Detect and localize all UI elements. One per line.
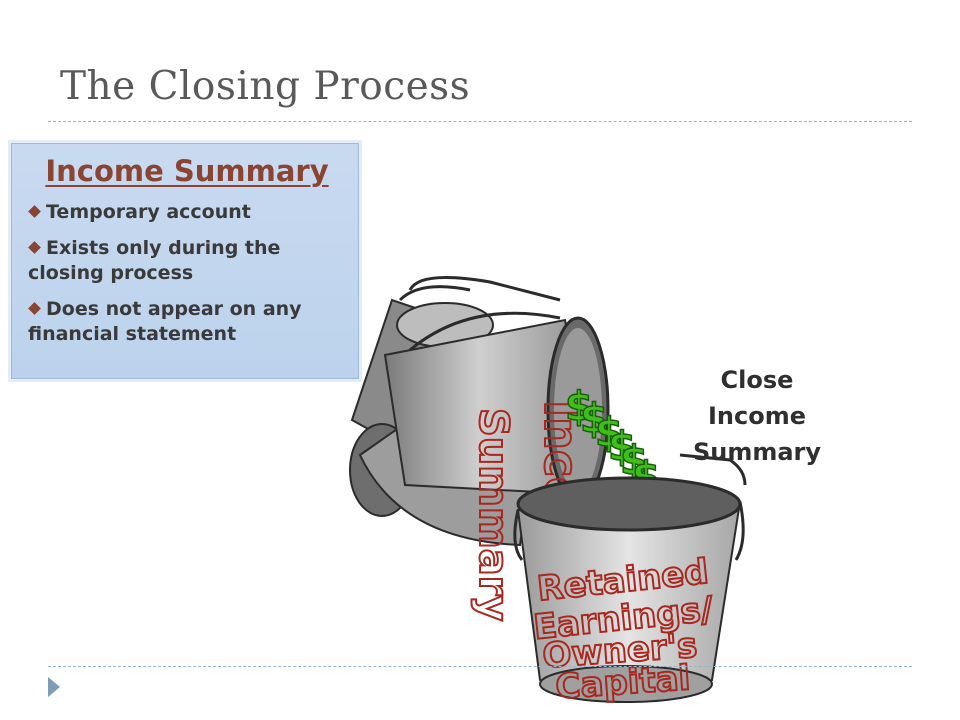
dollar-sign: $ xyxy=(608,424,636,470)
bucket-text-summary: Summary xyxy=(470,408,516,621)
income-summary-heading: Income Summary xyxy=(45,154,329,188)
bullet-item: Exists only during the closing process xyxy=(28,237,281,284)
top-divider xyxy=(48,121,912,122)
dollar-sign: $ xyxy=(595,410,623,456)
income-summary-box: Income Summary Temporary account Exists … xyxy=(11,143,359,379)
dollar-sign: $ xyxy=(580,396,608,442)
retained-earnings-bucket: Retained Earnings/ Owner's Capital xyxy=(513,453,747,708)
slide-nav-arrow-icon[interactable] xyxy=(47,676,61,698)
bullet-item: Does not appear on any financial stateme… xyxy=(28,298,302,345)
dollar-sign: $ xyxy=(565,384,593,430)
bottom-divider xyxy=(48,666,912,667)
income-summary-bullets: Temporary account Exists only during the… xyxy=(28,200,346,347)
close-income-summary-label: Close Income Summary xyxy=(692,366,822,466)
slide-title: The Closing Process xyxy=(60,64,471,109)
bullet-item: Temporary account xyxy=(28,200,346,225)
